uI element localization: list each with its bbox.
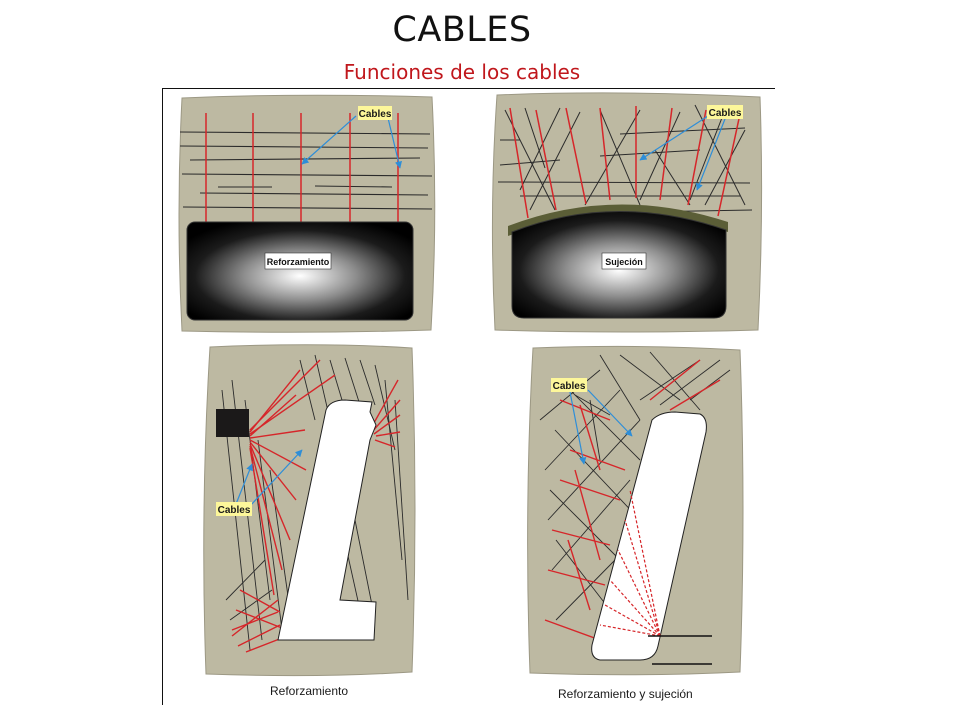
- callout-box: [216, 502, 252, 516]
- callout-box: [707, 105, 743, 119]
- callout-label: Cables: [359, 109, 392, 120]
- opening-label: Sujeción: [605, 257, 643, 267]
- callout-box: [551, 378, 587, 392]
- callout-arrows: [569, 389, 633, 465]
- shotcrete-arch: [508, 204, 728, 236]
- opening-label-box: [601, 252, 647, 270]
- left-border-line: [162, 89, 163, 705]
- title-divider: [162, 88, 775, 89]
- panel-bottom-left: Cables Reforzamiento: [203, 344, 416, 698]
- callout-label: Cables: [709, 108, 742, 119]
- opening-label: Reforzamiento: [267, 257, 330, 267]
- panel-top-right: Sujeción Cables: [491, 92, 763, 333]
- panel-bottom-right: Cables Reforzamiento y sujeción: [527, 345, 744, 701]
- callout-arrows: [639, 115, 726, 191]
- fracture-lines: [179, 131, 433, 210]
- fracture-lines: [539, 351, 731, 621]
- panel-caption: Reforzamiento: [270, 684, 348, 698]
- fracture-lines: [497, 104, 753, 213]
- cable-group: [231, 359, 401, 653]
- drift-lines: [648, 635, 712, 665]
- stope-opening: [591, 411, 707, 661]
- opening-label-box: [264, 252, 332, 270]
- panel-top-left: Reforzamiento Cables: [178, 94, 436, 333]
- cable-group: [509, 106, 741, 219]
- callout-arrows: [301, 115, 402, 169]
- callout-label: Cables: [218, 505, 251, 516]
- drift-block: [216, 409, 249, 437]
- cable-group: [544, 359, 721, 641]
- panel-caption: Reforzamiento y sujeción: [558, 687, 693, 701]
- callout-arrows: [235, 449, 303, 507]
- tunnel-opening: [186, 221, 414, 321]
- callout-label: Cables: [553, 381, 586, 392]
- stope-opening: [277, 399, 377, 641]
- callout-box: [358, 106, 392, 120]
- slide-subtitle: Funciones de los cables: [343, 60, 581, 84]
- slide-title: CABLES: [392, 10, 532, 50]
- dashed-cables: [599, 489, 661, 637]
